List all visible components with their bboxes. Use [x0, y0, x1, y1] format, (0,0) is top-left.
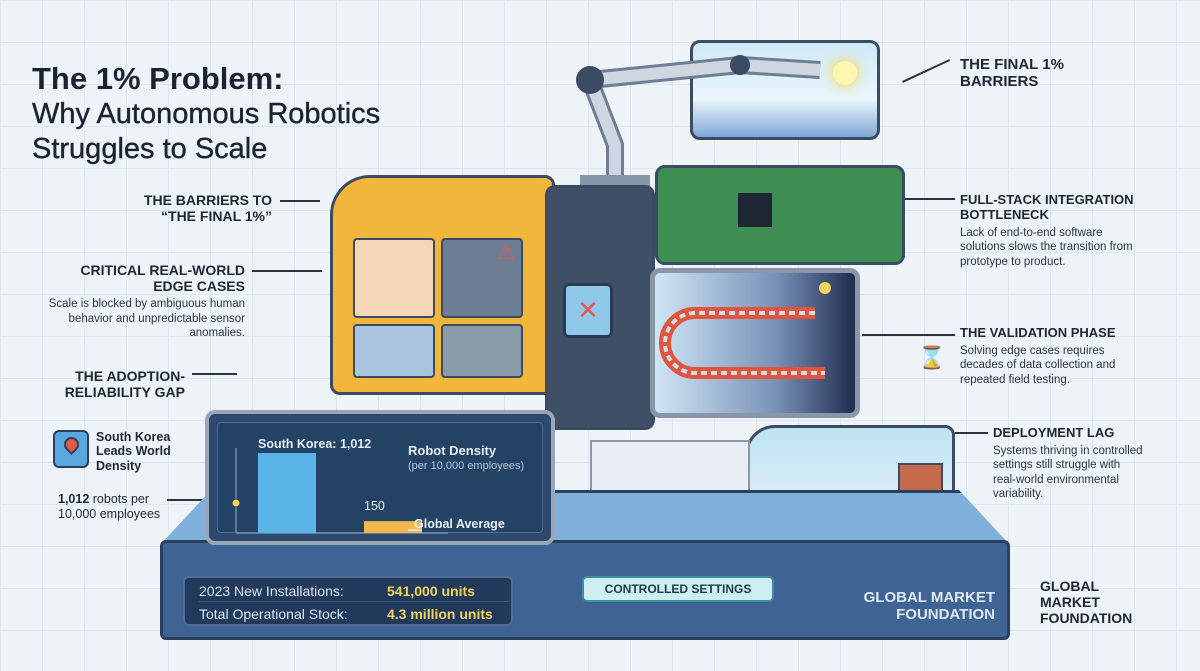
deployment-heading: DEPLOYMENT LAG — [993, 425, 1115, 440]
shopping-cart-scene — [353, 238, 435, 318]
leader-line — [902, 59, 950, 83]
title-line-3: Struggles to Scale — [32, 132, 268, 165]
sun-icon — [833, 61, 857, 85]
stat-value: 4.3 million units — [387, 606, 493, 622]
title-line-1: The 1% Problem: — [32, 61, 284, 96]
circuit-board — [655, 165, 905, 265]
leader-line — [192, 373, 237, 375]
stat-label: Total Operational Stock: — [199, 606, 348, 622]
korea-value: 1,012 — [58, 492, 90, 506]
machine-core: ✕ — [545, 185, 655, 430]
global-average-legend: Global Average — [414, 517, 505, 531]
stat-value: 541,000 units — [387, 583, 475, 599]
label-deployment: DEPLOYMENT LAG Systems thriving in contr… — [993, 425, 1143, 501]
fullstack-heading: FULL-STACK INTEGRATION BOTTLENECK — [960, 192, 1134, 222]
label-final-barriers: THE FINAL 1% BARRIERS — [960, 56, 1064, 91]
edge-cases-heading: CRITICAL REAL-WORLD EDGE CASES — [80, 262, 245, 295]
label-adoption-gap: THE ADOPTION-RELIABILITY GAP — [64, 368, 185, 401]
warning-icon: ⚠ — [441, 238, 523, 318]
base-foundation-label: GLOBAL MARKET FOUNDATION — [863, 589, 995, 623]
sky-panel — [690, 40, 880, 140]
leader-line — [862, 334, 955, 336]
stat-row: 2023 New Installations: 541,000 units — [199, 580, 509, 602]
robot-density-chart: South Korea: 1,012 Robot Density (per 10… — [205, 410, 555, 545]
korea-suffix: robots per 10,000 employees — [58, 492, 161, 521]
label-fullstack: FULL-STACK INTEGRATION BOTTLENECK Lack o… — [960, 192, 1140, 269]
leader-line — [955, 432, 988, 434]
bar-global-average — [364, 521, 422, 533]
leader-line — [252, 270, 322, 272]
axis-marker — [231, 498, 241, 508]
korea-heading: South Korea Leads World Density — [96, 430, 171, 473]
map-pin-icon — [53, 430, 89, 468]
installation-stats: 2023 New Installations: 541,000 units Tot… — [183, 576, 513, 626]
page-title: The 1% Problem: Why Autonomous Robotics … — [32, 60, 381, 167]
chart-area: South Korea: 1,012 Robot Density (per 10… — [217, 422, 543, 534]
leader-line — [280, 200, 320, 202]
chart-subtitle: (per 10,000 employees) — [408, 460, 525, 472]
validation-screen — [650, 268, 860, 418]
korea-stat: 1,012 robots per 10,000 employees — [58, 492, 188, 522]
intersection-scene — [441, 323, 523, 378]
stat-row: Total Operational Stock: 4.3 million unit… — [199, 603, 509, 625]
label-global-foundation: GLOBAL MARKET FOUNDATION — [1040, 578, 1133, 627]
leader-line — [167, 499, 233, 501]
title-line-2: Why Autonomous Robotics — [32, 98, 381, 131]
chip-icon — [738, 193, 772, 227]
hourglass-icon: ⌛ — [918, 345, 946, 370]
label-barriers: THE BARRIERS TO “THE FINAL 1%” — [143, 192, 272, 225]
edge-case-housing: ⚠ — [330, 175, 555, 395]
validation-body: Solving edge cases requires decades of d… — [960, 344, 1116, 386]
deployment-body: Systems thriving in controlled settings … — [993, 444, 1143, 501]
global-average-data-label: 150 — [364, 499, 385, 513]
error-x-icon: ✕ — [563, 283, 613, 338]
validation-heading: THE VALIDATION PHASE — [960, 325, 1116, 340]
rain-scene — [353, 323, 435, 378]
chart-svg — [231, 448, 448, 534]
stat-label: 2023 New Installations: — [199, 583, 344, 599]
bar-south-korea — [258, 453, 316, 533]
label-validation: THE VALIDATION PHASE Solving edge cases … — [960, 325, 1140, 387]
south-korea-data-label: South Korea: 1,012 — [258, 437, 372, 451]
leader-line — [905, 198, 955, 200]
chart-title: Robot Density — [408, 443, 497, 458]
label-edge-cases: CRITICAL REAL-WORLD EDGE CASES Scale is … — [45, 262, 245, 340]
edge-cases-body: Scale is blocked by ambiguous human beha… — [48, 298, 245, 339]
controlled-settings-label: CONTROLLED SETTINGS — [582, 576, 774, 602]
fullstack-body: Lack of end-to-end software solutions sl… — [960, 226, 1133, 268]
